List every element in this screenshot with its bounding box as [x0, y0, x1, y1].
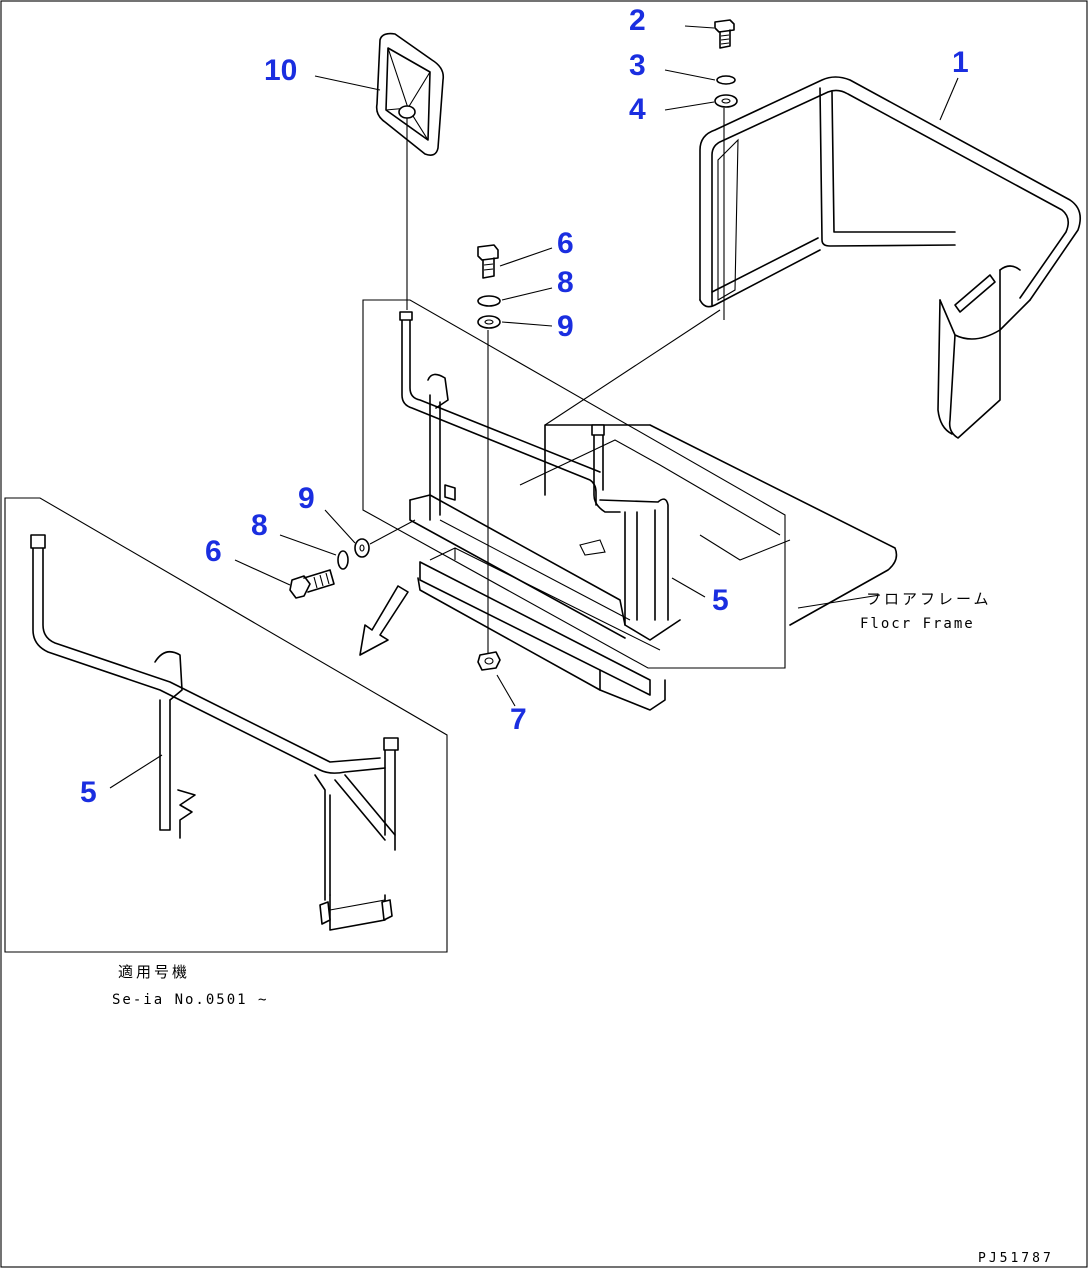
mirror-part: [375, 32, 445, 310]
callout-5-inset: 5: [80, 776, 97, 809]
callout-7: 7: [510, 703, 527, 736]
main-assembly: [362, 299, 898, 711]
direction-arrow: [359, 585, 409, 656]
bolt-stack-left: [289, 519, 416, 599]
callout-9-left: 9: [298, 482, 315, 515]
callout-2: 2: [629, 4, 646, 37]
bolt-stack-top-right: [714, 19, 738, 320]
callout-10: 10: [264, 54, 297, 87]
inset-detail: [4, 497, 448, 953]
callouts: 2 3 4 1 10 6 8 9 5 7 6 8 9 5: [80, 4, 969, 809]
floor-frame-label-jp: フロアフレーム: [866, 590, 992, 608]
callout-9-top: 9: [557, 310, 574, 343]
drawing-code: PJ51787: [978, 1251, 1054, 1266]
serial-label-en: Se-ia No.0501 ~: [112, 992, 268, 1008]
guard-frame-part: [699, 76, 1081, 439]
leader-lines: [109, 25, 959, 789]
callout-3: 3: [629, 49, 646, 82]
callout-8-left: 8: [251, 509, 268, 542]
serial-label-jp: 適用号機: [118, 963, 190, 981]
callout-5-main: 5: [712, 584, 729, 617]
callout-1: 1: [952, 46, 969, 79]
callout-6-top: 6: [557, 227, 574, 260]
callout-4: 4: [629, 93, 646, 126]
callout-8-top: 8: [557, 266, 574, 299]
bolt-stack-center: [477, 244, 501, 671]
callout-6-left: 6: [205, 535, 222, 568]
floor-frame-label-en: Flocr Frame: [860, 616, 975, 632]
